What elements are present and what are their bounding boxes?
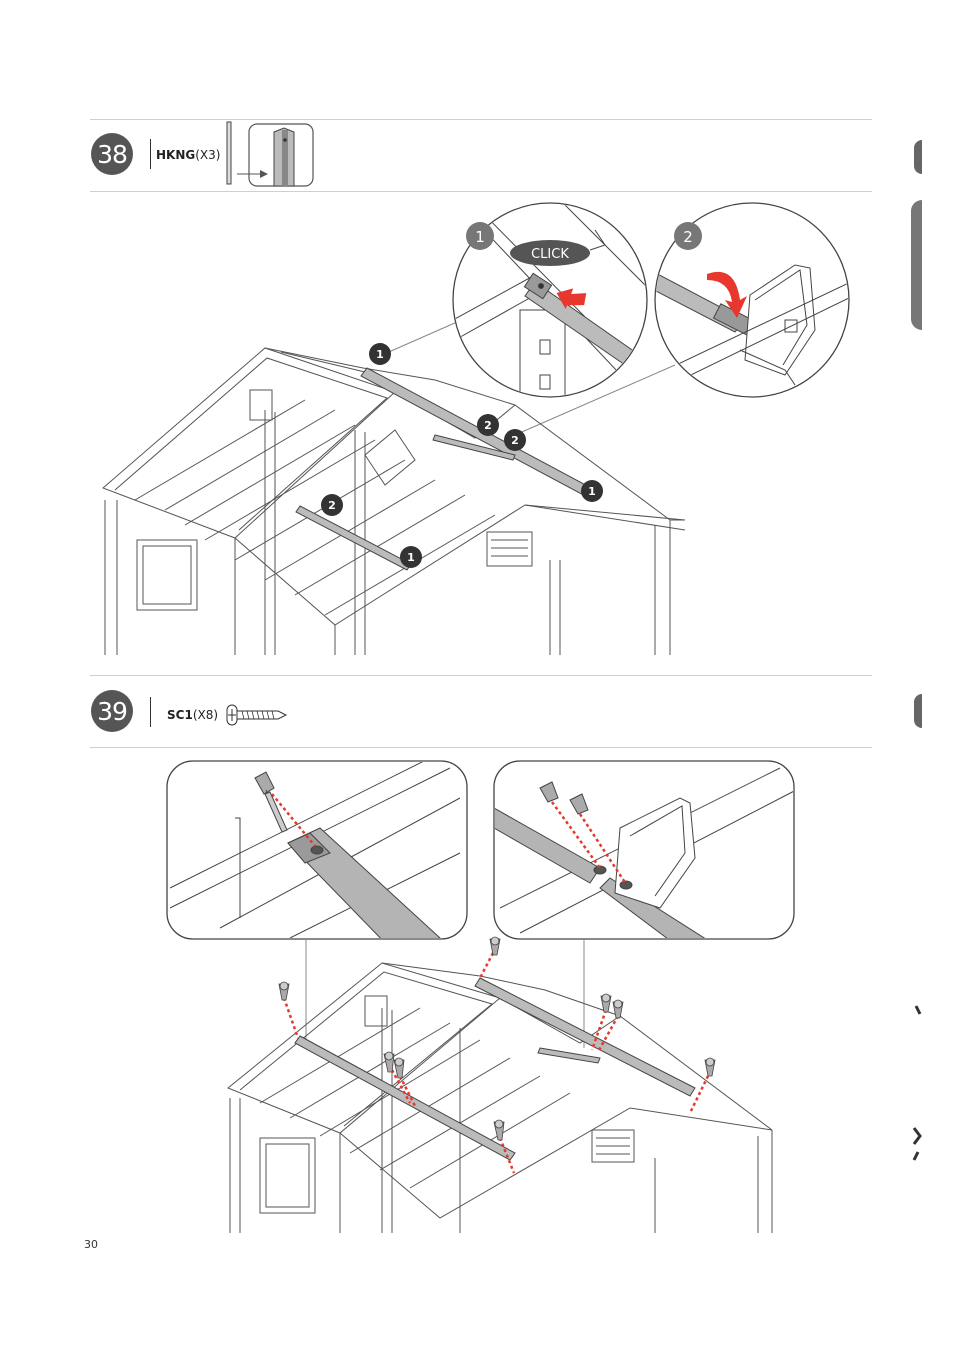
step-38-part-qty: (X3) (195, 148, 220, 162)
step-38-top-rule (90, 119, 872, 120)
shed-drawing-39 (228, 963, 772, 1233)
step-39-part-qty: (X8) (193, 708, 218, 722)
detail-panel-left (167, 758, 467, 948)
marker-1c: 1 (407, 551, 415, 564)
step-39-part-code: SC1 (167, 708, 193, 722)
side-tab-2 (911, 200, 922, 330)
right-edge-marks (912, 1000, 926, 1170)
detail-circle-1: CLICK 1 (453, 203, 650, 400)
marker-1b: 1 (588, 485, 596, 498)
step-39-part-label: SC1(X8) (167, 708, 218, 722)
marker-1a: 1 (376, 348, 384, 361)
step-38-badge: 38 (91, 133, 133, 175)
step-39-badge: 39 (91, 690, 133, 732)
step-38-divider (150, 139, 151, 169)
side-tab-1 (914, 140, 922, 174)
detail-circle-2: 2 (650, 203, 855, 397)
marker-2a: 2 (484, 419, 492, 432)
callout-1: 1 (475, 228, 485, 246)
side-tab-3 (914, 694, 922, 728)
step-39-divider (150, 697, 151, 727)
marker-2b: 2 (511, 434, 519, 447)
step-39-bottom-rule (90, 747, 872, 748)
detail-panel-right (494, 761, 800, 948)
step-38-part-code: HKNG (156, 148, 195, 162)
step-38-illustration: CLICK 1 2 (95, 200, 855, 660)
marker-2c: 2 (328, 499, 336, 512)
sc1-screw-icon (226, 704, 288, 726)
step-39-screws (279, 937, 715, 1173)
click-label: CLICK (531, 247, 569, 262)
hkng-part-icon (224, 120, 316, 190)
page-number: 30 (84, 1238, 98, 1251)
step-39-illustration (160, 758, 800, 1238)
callout-2: 2 (683, 228, 693, 246)
step-38-bottom-rule (90, 191, 872, 192)
step-38-part-label: HKNG(X3) (156, 148, 220, 162)
step-39-top-rule (90, 675, 872, 676)
